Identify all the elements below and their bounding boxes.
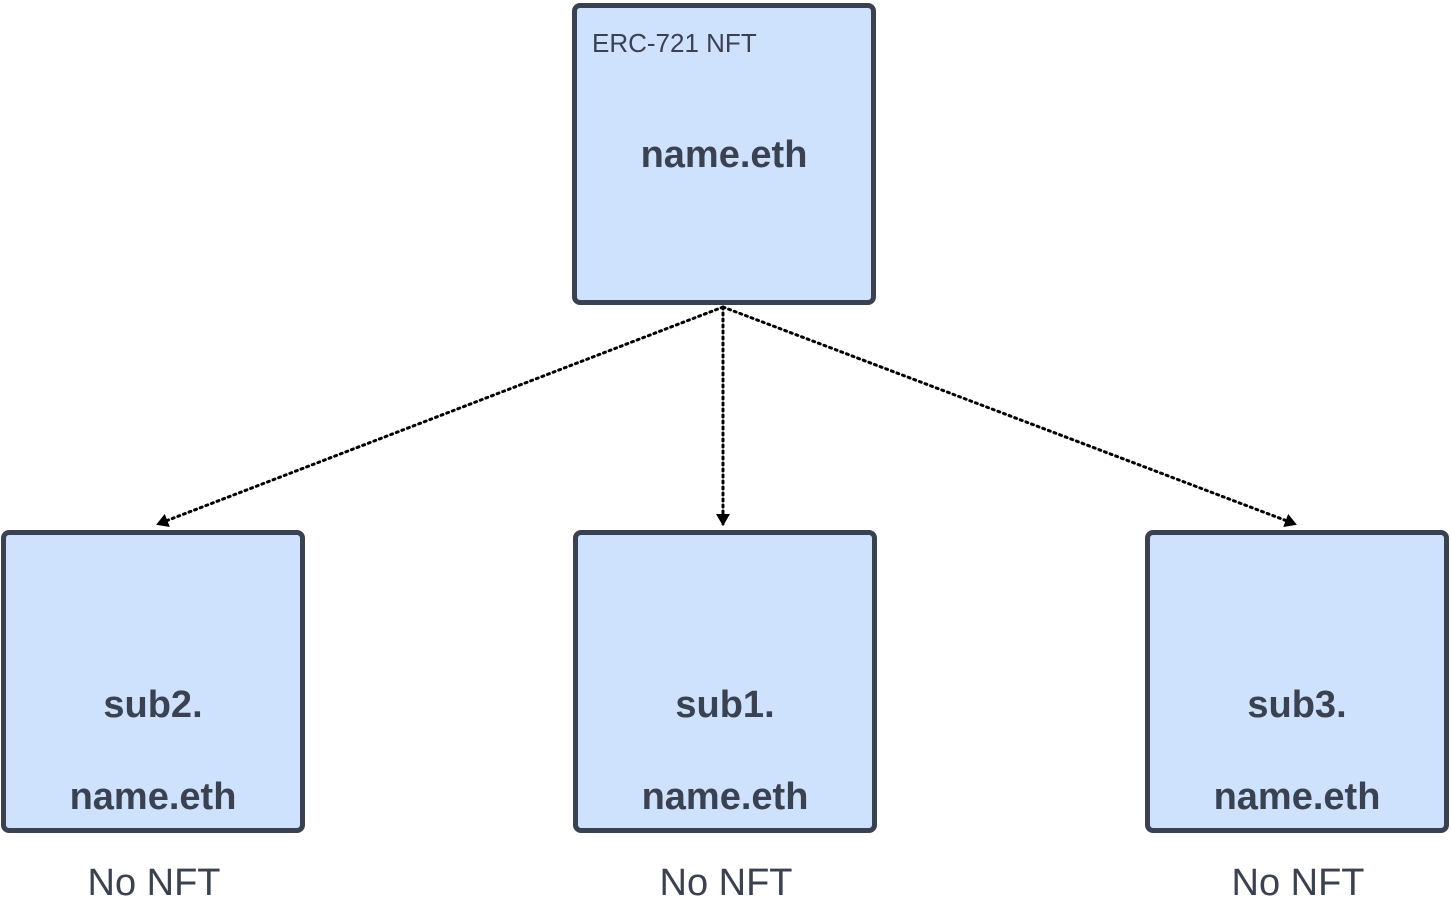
- child-node-title-line1: sub1.: [675, 684, 775, 726]
- child-node-title: sub3. name.eth: [1150, 636, 1444, 866]
- child-node-title: sub1. name.eth: [578, 636, 872, 866]
- root-node-tag: ERC-721 NFT: [592, 28, 757, 58]
- child-node-sub1: sub1. name.eth: [573, 530, 877, 833]
- child-caption-sub1: No NFT: [659, 862, 793, 904]
- root-node: ERC-721 NFT name.eth: [572, 3, 876, 305]
- child-node-sub3: sub3. name.eth: [1145, 530, 1449, 833]
- child-node-sub2: sub2. name.eth: [1, 530, 305, 833]
- child-node-title-line2: name.eth: [69, 776, 237, 818]
- child-node-title-line1: sub2.: [103, 684, 203, 726]
- child-node-title-line2: name.eth: [1213, 776, 1381, 818]
- child-node-title: sub2. name.eth: [6, 636, 300, 866]
- child-caption-sub2: No NFT: [87, 862, 221, 904]
- child-caption-sub3: No NFT: [1231, 862, 1365, 904]
- root-node-title: name.eth: [640, 134, 808, 176]
- edge-root-to-sub2: [156, 305, 725, 527]
- edge-root-to-sub3: [721, 305, 1297, 527]
- child-node-title-line1: sub3.: [1247, 684, 1347, 726]
- child-node-title-line2: name.eth: [641, 776, 809, 818]
